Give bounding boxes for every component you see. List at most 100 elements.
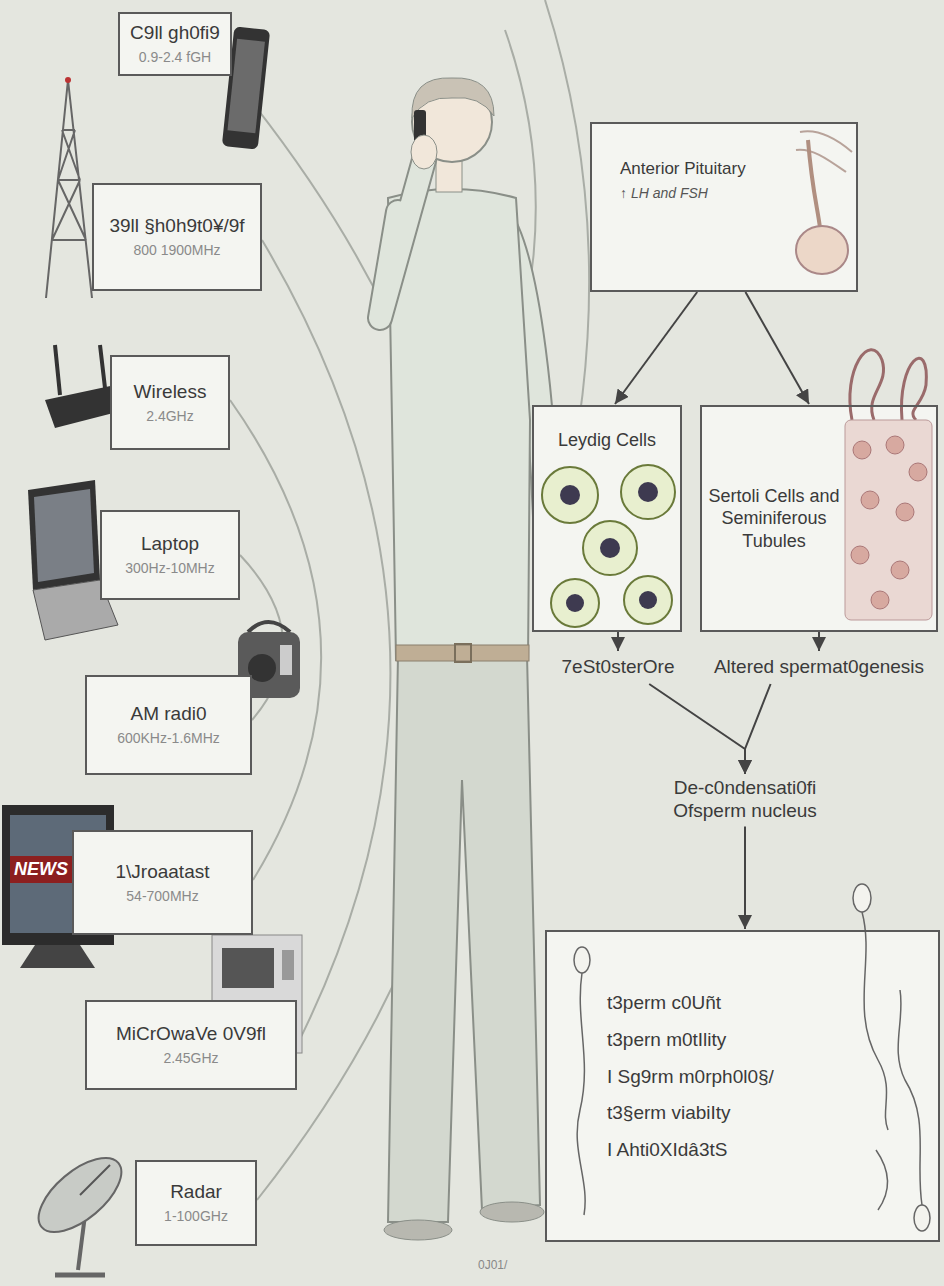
radio-handle xyxy=(248,622,290,632)
tissue-cell xyxy=(853,441,871,459)
source-box: MiCrOwaVe 0V9fl2.45GHz xyxy=(85,1000,297,1090)
node-text: 39ll §h0h9t0¥/9f xyxy=(109,215,244,238)
node-text: ↑ LH and FSH xyxy=(620,185,708,201)
cell xyxy=(624,576,672,624)
tissue-cell xyxy=(861,491,879,509)
flow-label: De-c0ndensati0fi Ofsperm nucleus xyxy=(640,775,850,825)
nucleus xyxy=(560,485,580,505)
man-arm-outline xyxy=(380,160,424,318)
brain-fold xyxy=(796,131,852,172)
man-trousers xyxy=(388,655,540,1222)
microwave-panel xyxy=(282,950,294,980)
cell xyxy=(583,521,637,575)
laptop-screen xyxy=(28,480,100,590)
tower-icon xyxy=(46,77,92,298)
pituitary-gland xyxy=(796,131,852,274)
image-code: 0J01/ xyxy=(478,1258,507,1272)
leydig-cells xyxy=(542,465,675,627)
microwave-window xyxy=(222,948,274,988)
sperm-head xyxy=(574,947,590,973)
man-belt xyxy=(396,645,529,661)
source-box: 1\Jroaatast54-700MHz xyxy=(72,830,253,935)
node-text: AM radi0 xyxy=(130,703,206,726)
box-ground xyxy=(590,122,858,292)
node-text: t3§erm viabiIty xyxy=(607,1102,731,1125)
pituitary-stalk xyxy=(808,140,820,228)
tubule-tissue xyxy=(845,420,932,620)
tissue-cell xyxy=(886,436,904,454)
sperm-head xyxy=(914,1205,930,1231)
belt-buckle xyxy=(455,644,471,662)
radio-speaker xyxy=(248,654,276,682)
node-text: 54-700MHz xyxy=(126,888,198,905)
node-text: 800 1900MHz xyxy=(133,242,220,259)
flow-arrow xyxy=(744,827,746,929)
organ-box: Anterior Pituitary ↑ LH and FSH xyxy=(590,122,858,292)
man-shoe xyxy=(480,1202,544,1222)
man-neck xyxy=(436,158,462,192)
tv-stand xyxy=(20,945,95,968)
tissue-cell xyxy=(891,561,909,579)
tv-screen-text: NEWS xyxy=(10,856,72,883)
tower-light xyxy=(65,77,71,83)
tubule-loop xyxy=(850,350,926,420)
sperm-tail xyxy=(876,1150,888,1210)
node-text: I Sg9rm m0rph0l0§/ xyxy=(607,1066,774,1089)
source-box: C9ll gh0fi9 0.9-2.4 fGH xyxy=(118,12,232,76)
effects-box: t3perm c0Uñt t3pern m0tIlity I Sg9rm m0rph… xyxy=(545,930,940,1242)
node-text: 600KHz-1.6MHz xyxy=(117,730,220,747)
box-ground xyxy=(545,930,940,1242)
connectors xyxy=(615,292,819,929)
node-text: 300Hz-10MHz xyxy=(125,560,214,577)
sperm-drawings xyxy=(574,884,930,1231)
source-box: Wireless 2.4GHz xyxy=(110,355,230,450)
source-box: AM radi0 600KHz-1.6MHz xyxy=(85,675,252,775)
box-ground xyxy=(532,405,682,632)
node-text: 0.9-2.4 fGH xyxy=(139,49,211,66)
dish-feed xyxy=(80,1165,110,1195)
node-text: De-c0ndensati0fi Ofsperm nucleus xyxy=(642,777,848,823)
nucleus xyxy=(639,591,657,609)
sperm-tail xyxy=(577,973,585,1215)
node-text: Radar xyxy=(170,1181,222,1204)
box-ground xyxy=(700,405,938,632)
node-text: Sertoli Cells and Seminiferous Tubules xyxy=(708,485,840,553)
nucleus xyxy=(566,594,584,612)
node-text: t3pern m0tIlity xyxy=(607,1029,726,1052)
node-text: I Ahti0XIdâ3tS xyxy=(607,1139,727,1162)
tower-lattice xyxy=(46,80,92,298)
nucleus xyxy=(600,538,620,558)
node-text: C9ll gh0fi9 xyxy=(130,22,220,45)
laptop-display xyxy=(34,489,94,582)
node-text: 2.4GHz xyxy=(146,408,193,425)
node-text: Anterior Pituitary xyxy=(620,158,746,179)
cell xyxy=(542,467,598,523)
man-arm xyxy=(380,160,424,318)
man-hand xyxy=(411,135,437,169)
node-text: t3perm c0Uñt xyxy=(607,992,721,1015)
flow-arrow xyxy=(615,292,697,404)
sperm-tail xyxy=(898,990,922,1205)
router-antenna xyxy=(55,345,105,395)
node-text: 1-100GHz xyxy=(164,1208,228,1225)
flow-arrow xyxy=(818,632,820,651)
cell xyxy=(621,465,675,519)
tissue-cell xyxy=(851,546,869,564)
tubule-drawing xyxy=(845,350,932,620)
node-text: Leydig Cells xyxy=(558,429,656,452)
flow-label: 7eSt0sterOre xyxy=(540,652,696,682)
cell xyxy=(551,579,599,627)
flow-arrow xyxy=(649,684,745,774)
source-box: Radar 1-100GHz xyxy=(135,1160,257,1246)
cell-box: Leydig Cells xyxy=(532,405,682,632)
node-text: Laptop xyxy=(141,533,199,556)
man-shoe xyxy=(384,1220,452,1240)
tissue-cell xyxy=(909,463,927,481)
man-figure xyxy=(380,78,560,1240)
flow-arrow xyxy=(745,292,809,404)
tissue-cell xyxy=(871,591,889,609)
source-box: 39ll §h0h9t0¥/9f 800 1900MHz xyxy=(92,183,262,291)
node-text: Wireless xyxy=(134,381,207,404)
source-box: Laptop 300Hz-10MHz xyxy=(100,510,240,600)
wave-arc xyxy=(230,400,321,880)
